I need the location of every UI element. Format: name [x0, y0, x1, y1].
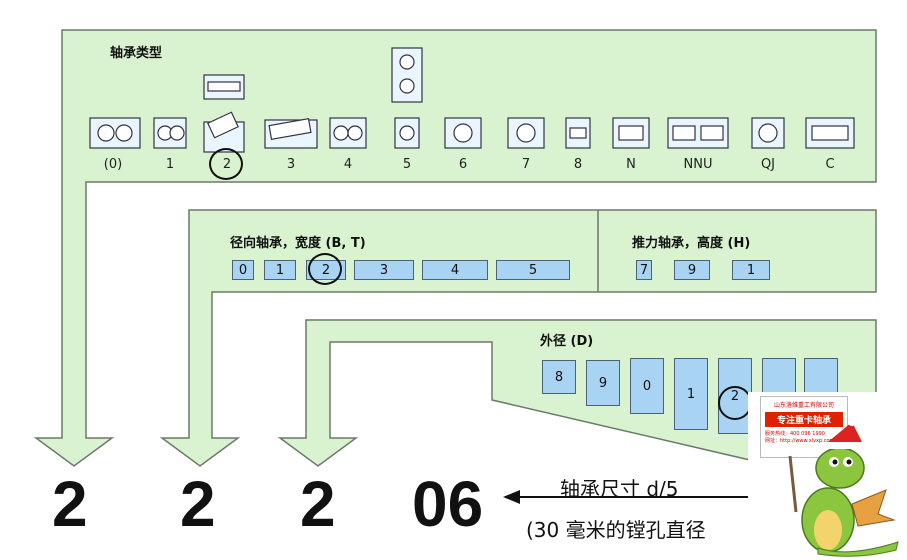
- result-digit-width: 2: [180, 468, 216, 540]
- type-code: 3: [286, 157, 296, 172]
- type-code: 8: [573, 157, 583, 172]
- bearing-6-icon: [444, 117, 482, 149]
- thrust-label: 推力轴承，高度 (H): [632, 236, 751, 251]
- type-code: N: [626, 157, 636, 172]
- radial-box: 4: [422, 260, 488, 280]
- outer-box: 8: [542, 360, 576, 394]
- bore-note: (30 毫米的镗孔直径: [526, 518, 706, 542]
- thrust-box: 9: [674, 260, 710, 280]
- type-code: QJ: [760, 157, 776, 172]
- bearing-1-icon: [153, 117, 187, 149]
- radial-box: 5: [496, 260, 570, 280]
- result-digit-bore: 06: [412, 468, 484, 540]
- bearing-c-icon: [805, 117, 855, 149]
- type-code: NNU: [683, 157, 713, 172]
- outer-box-blank: [804, 358, 838, 396]
- selected-type-circle: [209, 148, 243, 180]
- outer-box-blank: [762, 358, 796, 396]
- outer-box: 9: [586, 360, 620, 406]
- thrust-box: 7: [636, 260, 652, 280]
- ad-overlay: 山东洛维重工有限公司 专注重卡轴承 服务热线：400 096 1990 网址：h…: [748, 392, 907, 560]
- bearing-3-icon: [264, 117, 318, 149]
- ad-hotline: 服务热线：400 096 1990: [765, 431, 825, 437]
- outer-box: 1: [674, 358, 708, 430]
- type-code: (0): [103, 157, 123, 172]
- result-digit-type: 2: [52, 468, 88, 540]
- type-code: 7: [521, 157, 531, 172]
- radial-box: 1: [264, 260, 296, 280]
- type-code: 1: [165, 157, 175, 172]
- bearing-5-icon: [391, 47, 423, 149]
- bearing-8-icon: [565, 117, 591, 149]
- result-digit-diameter: 2: [300, 468, 336, 540]
- bearing-qj-icon: [751, 117, 785, 149]
- radial-box: 3: [354, 260, 414, 280]
- bearing-7-icon: [507, 117, 545, 149]
- ad-website: 网址：http://www.xlvxp.com: [765, 438, 835, 444]
- ad-slogan: 专注重卡轴承: [765, 412, 843, 427]
- thrust-box: 1: [732, 260, 770, 280]
- radial-box: 0: [232, 260, 254, 280]
- bearing-type-label: 轴承类型: [110, 46, 163, 61]
- bearing-n-icon: [612, 117, 650, 149]
- outer-box: 0: [630, 358, 664, 414]
- dragon-mascot-icon: [788, 418, 899, 557]
- type-code: 5: [402, 157, 412, 172]
- type-code: 6: [458, 157, 468, 172]
- bearing-0-icon: [89, 117, 141, 149]
- size-label: 轴承尺寸 d/5: [560, 477, 679, 501]
- bearing-nnu-icon: [667, 117, 729, 149]
- bearing-icons: [89, 47, 855, 153]
- type-code: 4: [343, 157, 353, 172]
- ad-company: 山东洛维重工有限公司: [773, 402, 834, 409]
- radial-label: 径向轴承，宽度 (B, T): [230, 236, 366, 251]
- bearing-4-icon: [329, 117, 367, 149]
- outer-diameter-label: 外径 (D): [540, 334, 594, 349]
- selected-width-circle: [308, 253, 342, 285]
- type-code: C: [825, 157, 835, 172]
- bearing-2-icon: [203, 74, 245, 153]
- selected-outer-circle: [718, 386, 752, 420]
